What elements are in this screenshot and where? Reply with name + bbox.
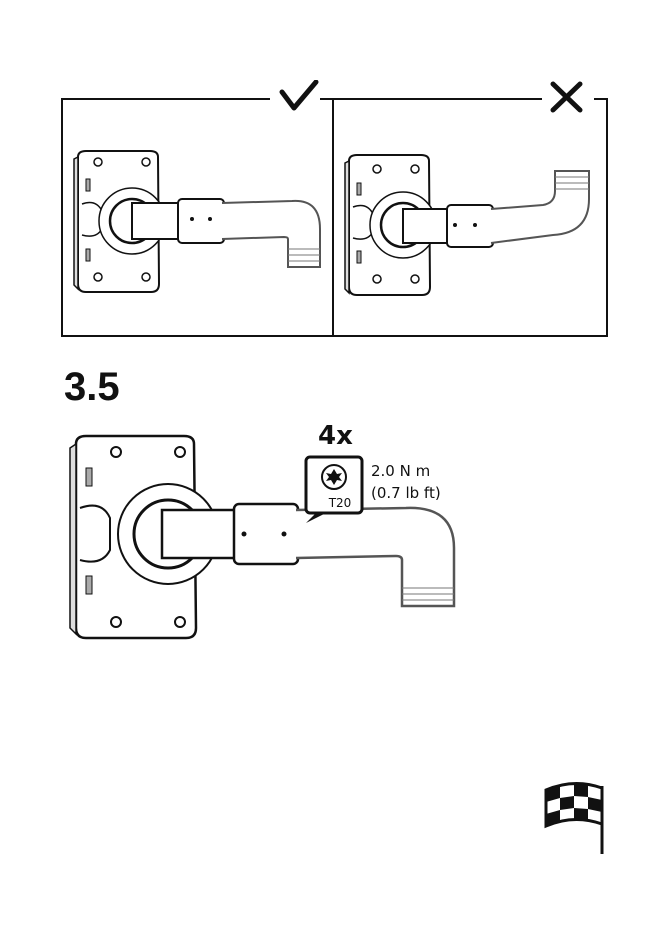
tool-label: T20 — [320, 496, 360, 510]
torque-value: 2.0 N m — [371, 462, 430, 480]
quantity-label: 4x — [318, 421, 353, 451]
wrong-mount-illustration — [333, 99, 605, 336]
checkered-flag-icon — [540, 778, 610, 858]
correct-mount-illustration — [62, 99, 332, 336]
torque-imperial: (0.7 lb ft) — [371, 484, 441, 502]
torx-bit-icon — [304, 455, 366, 527]
step-number: 3.5 — [64, 365, 120, 410]
